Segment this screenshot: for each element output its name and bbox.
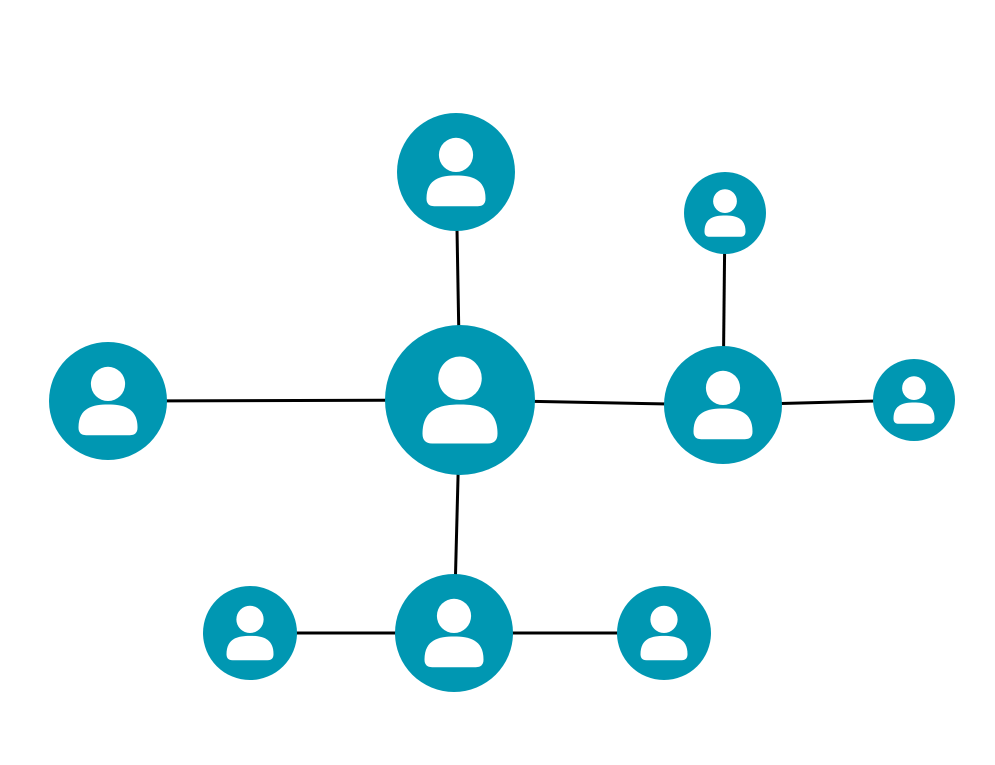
node-circle [617,586,711,680]
person-icon [424,598,484,668]
nodes [49,113,955,692]
node-circle [873,359,955,441]
node-circle [203,586,297,680]
person-icon [426,137,486,207]
node-right-top [684,172,766,254]
node-top [397,113,515,231]
person-icon [893,376,935,424]
node-bottom-left [203,586,297,680]
node-left [49,342,167,460]
node-right-far [873,359,955,441]
node-right [664,346,782,464]
person-icon [640,605,688,661]
person-icon [422,356,498,444]
node-bottom [395,574,513,692]
person-icon [78,366,138,436]
person-icon [704,189,746,237]
person-icon [693,370,753,440]
person-icon [226,605,274,661]
node-hub [385,325,535,475]
node-bottom-right [617,586,711,680]
